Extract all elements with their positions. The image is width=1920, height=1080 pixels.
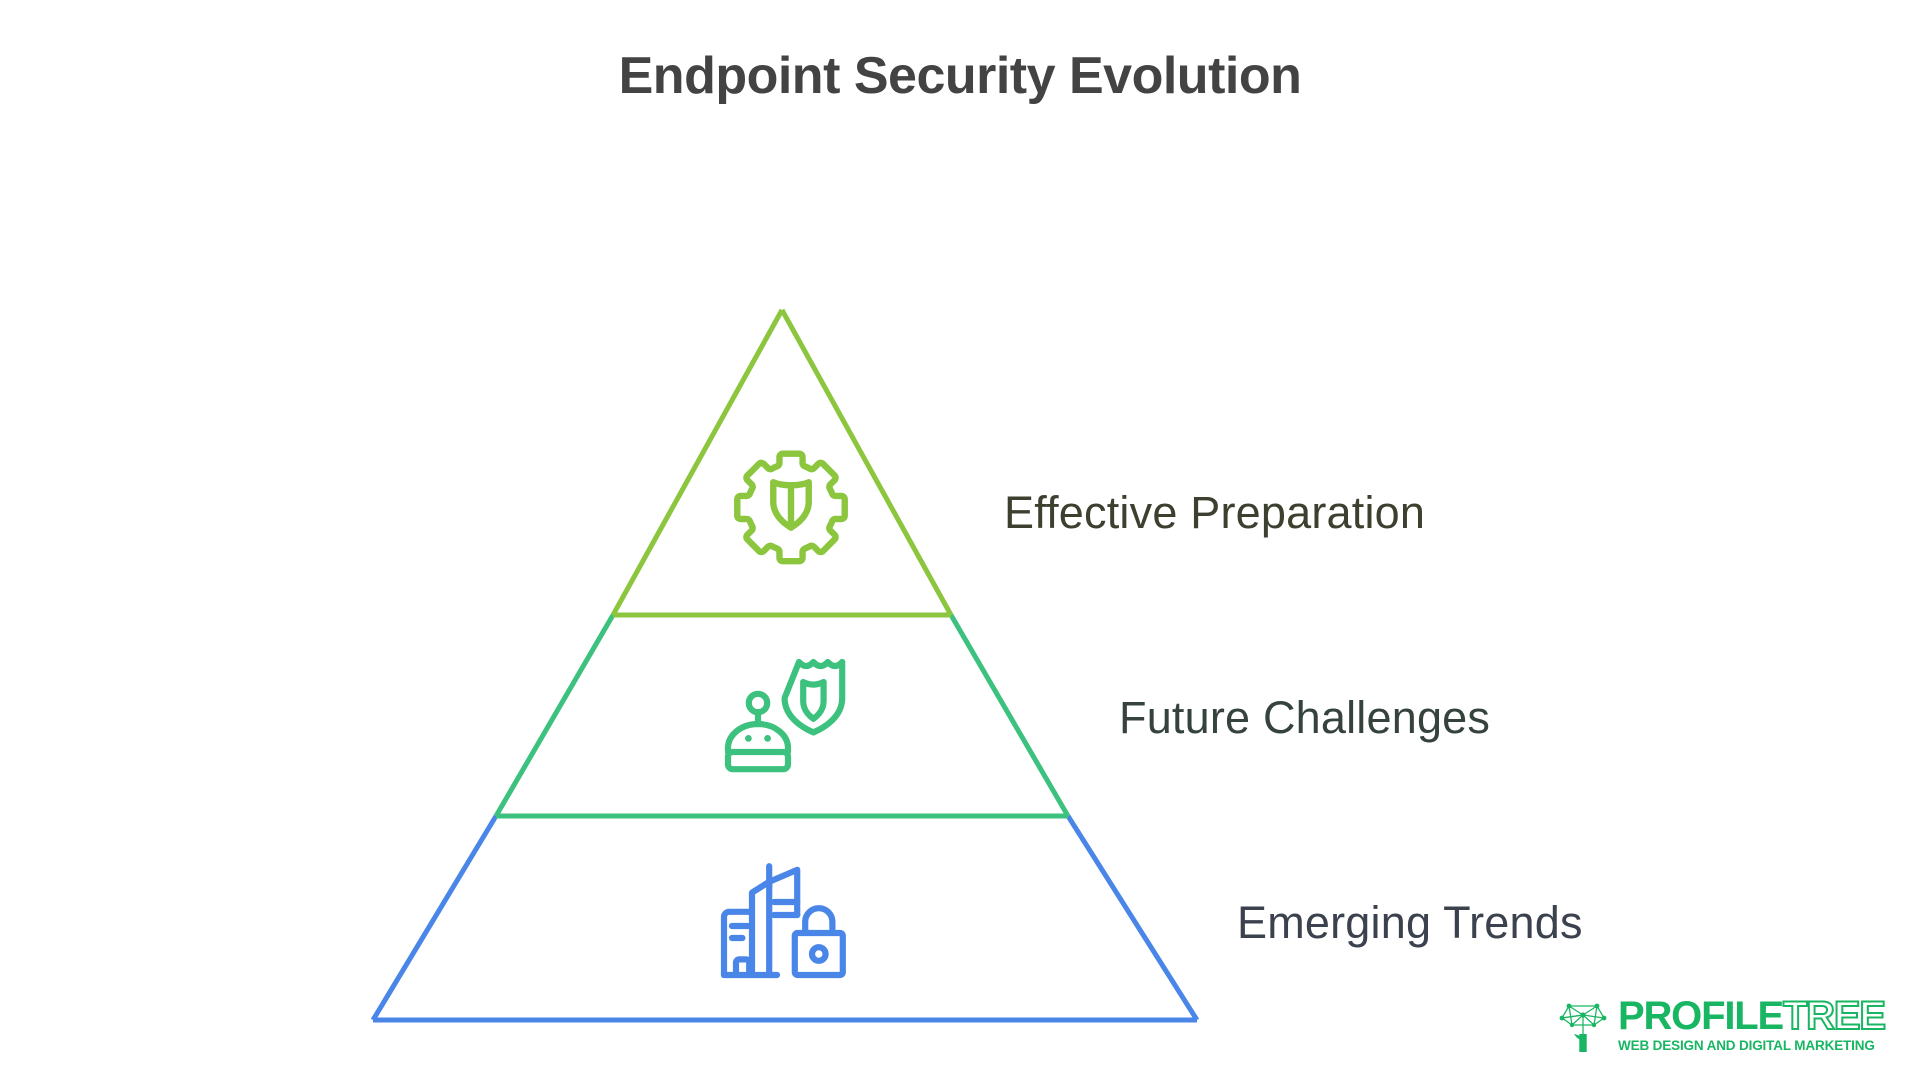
logo-word-profile: PROFILE (1618, 994, 1784, 1038)
pyramid-tier-middle[interactable] (493, 613, 1071, 819)
pyramid-tier-bottom[interactable] (370, 814, 1200, 1023)
profiletree-logo[interactable]: PROFILETREE WEB DESIGN AND DIGITAL MARKE… (1552, 994, 1887, 1060)
robot-shield-icon (718, 648, 858, 780)
city-lock-icon (718, 855, 858, 987)
gear-shield-icon (725, 443, 857, 575)
logo-wordmark: PROFILETREE (1618, 994, 1887, 1038)
tier-label-emerging-trends: Emerging Trends (1237, 897, 1583, 948)
pyramid-tier-top[interactable] (610, 308, 954, 618)
page-title: Endpoint Security Evolution (618, 47, 1302, 105)
logo-word-tree: TREE (1782, 994, 1887, 1038)
tier-label-future-challenges: Future Challenges (1119, 692, 1491, 743)
logo-tagline: WEB DESIGN AND DIGITAL MARKETING (1618, 1038, 1875, 1053)
tier-label-effective-preparation: Effective Preparation (1004, 487, 1426, 538)
profiletree-network-tree-icon (1559, 1003, 1607, 1052)
logo-text-block: PROFILETREE WEB DESIGN AND DIGITAL MARKE… (1618, 994, 1887, 1053)
